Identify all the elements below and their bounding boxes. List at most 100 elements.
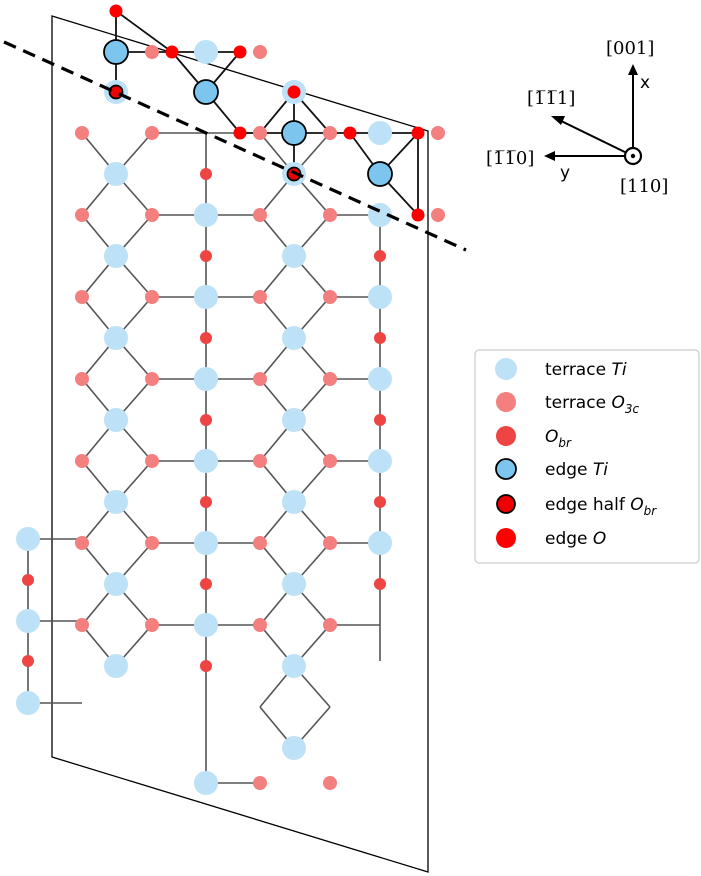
- legend-edge-half-obr-symbol: [496, 494, 516, 514]
- terrace-o3c-atom: [323, 372, 337, 386]
- terrace-ti-atom: [368, 449, 392, 473]
- terrace-o3c-atom: [145, 454, 159, 468]
- edge-o-atom: [165, 45, 179, 59]
- axis-1m11-label: [1̅1̅1]: [527, 88, 575, 109]
- terrace-ti-atom: [282, 490, 306, 514]
- terrace-o3c-atom: [323, 208, 337, 222]
- terrace-ti-atom: [16, 609, 40, 633]
- terrace-ti-atom: [104, 408, 128, 432]
- terrace-ti-atom: [368, 285, 392, 309]
- terrace-o3c-atom: [323, 536, 337, 550]
- axis-110-label: [110]: [620, 176, 668, 197]
- axis-y-label: y: [560, 163, 570, 183]
- obr-atom: [374, 332, 386, 344]
- edge-o-atom: [411, 208, 425, 222]
- terrace-o3c-atom: [75, 454, 89, 468]
- terrace-ti-atom: [194, 613, 218, 637]
- terrace-ti-atom: [368, 121, 392, 145]
- obr-atom: [200, 250, 212, 262]
- terrace-o3c-atom: [75, 208, 89, 222]
- axis-x-label: x: [640, 73, 650, 93]
- terrace-ti-atom: [194, 285, 218, 309]
- terrace-ti-atom: [16, 691, 40, 715]
- terrace-o3c-atom: [75, 126, 89, 140]
- edge-o-atom: [233, 126, 247, 140]
- terrace-ti-atom: [194, 203, 218, 227]
- terrace-ti-atom: [104, 326, 128, 350]
- edge-o-atom: [287, 85, 301, 99]
- terrace-ti-atom: [194, 367, 218, 391]
- obr-atom: [374, 250, 386, 262]
- terrace-o3c-atom: [145, 208, 159, 222]
- terrace-o3c-atom: [253, 45, 267, 59]
- terrace-ti-atom: [282, 326, 306, 350]
- legend: terrace Ti terrace O3c Obr edge Ti edge …: [474, 349, 700, 564]
- legend-edge-ti-symbol: [495, 458, 517, 480]
- legend-edge-half-obr-label: edge half Obr: [545, 495, 657, 518]
- edge-ti-atom: [367, 161, 393, 187]
- axis-001-arrowhead: [628, 64, 638, 75]
- obr-atom: [200, 578, 212, 590]
- edge-o-atom: [343, 126, 357, 140]
- terrace-ti-atom: [104, 654, 128, 678]
- obr-atom: [374, 496, 386, 508]
- terrace-o3c-atom: [253, 372, 267, 386]
- axis-110-dot-icon: [630, 153, 636, 159]
- terrace-o3c-atom: [253, 618, 267, 632]
- edge-half-obr-atom: [108, 84, 124, 100]
- terrace-ti-atom: [104, 490, 128, 514]
- edge-bond: [115, 10, 173, 53]
- terrace-ti-atom: [194, 40, 218, 64]
- obr-atom: [200, 168, 212, 180]
- terrace-o3c-atom: [323, 454, 337, 468]
- terrace-ti-atom: [368, 367, 392, 391]
- axis-1m10-arrowhead: [544, 151, 555, 161]
- terrace-o3c-atom: [75, 372, 89, 386]
- terrace-ti-atom: [194, 449, 218, 473]
- edge-o-atom: [233, 45, 247, 59]
- terrace-o3c-atom: [323, 776, 337, 790]
- legend-edge-ti-label: edge Ti: [545, 460, 608, 480]
- edge-ti-atom: [103, 39, 129, 65]
- axis-1m11-arrow: [554, 117, 634, 157]
- legend-edge-o-symbol: [496, 528, 516, 548]
- terrace-o3c-atom: [253, 290, 267, 304]
- obr-atom: [200, 414, 212, 426]
- terrace-ti-atom: [282, 736, 306, 760]
- axis-001-label: [001]: [606, 38, 654, 59]
- terrace-o3c-atom: [145, 372, 159, 386]
- terrace-o3c-atom: [253, 454, 267, 468]
- obr-atom: [200, 660, 212, 672]
- terrace-o3c-atom: [431, 126, 445, 140]
- axis-1m11-arrowhead: [551, 116, 565, 125]
- terrace-ti-atom: [104, 572, 128, 596]
- terrace-o3c-atom: [323, 618, 337, 632]
- terrace-o3c-atom: [253, 208, 267, 222]
- terrace-o3c-atom: [145, 45, 159, 59]
- obr-atom: [374, 414, 386, 426]
- terrace-o3c-atom: [145, 618, 159, 632]
- legend-terrace-ti-symbol: [495, 358, 517, 380]
- terrace-o3c-atom: [75, 536, 89, 550]
- legend-obr-symbol: [496, 426, 516, 446]
- legend-terrace-o3c-symbol: [496, 392, 516, 412]
- obr-atom: [200, 332, 212, 344]
- terrace-o3c-atom: [253, 126, 267, 140]
- terrace-o3c-atom: [253, 536, 267, 550]
- edge-ti-atom: [193, 79, 219, 105]
- axis-1m10-label: [1̅1̅0]: [486, 148, 534, 169]
- terrace-ti-atom: [194, 531, 218, 555]
- terrace-o3c-atom: [323, 126, 337, 140]
- terrace-o3c-atom: [323, 290, 337, 304]
- legend-terrace-o3c-label: terrace O3c: [545, 393, 639, 416]
- legend-terrace-ti-label: terrace Ti: [545, 360, 627, 380]
- obr-atom: [22, 655, 34, 667]
- surface-slab-outline: [51, 15, 429, 873]
- terrace-ti-atom: [282, 408, 306, 432]
- terrace-ti-atom: [282, 572, 306, 596]
- step-edge-dashed-line: [3, 40, 467, 252]
- terrace-o3c-atom: [75, 618, 89, 632]
- edge-ti-atom: [281, 120, 307, 146]
- edge-o-atom: [109, 4, 123, 18]
- legend-obr-label: Obr: [545, 427, 572, 450]
